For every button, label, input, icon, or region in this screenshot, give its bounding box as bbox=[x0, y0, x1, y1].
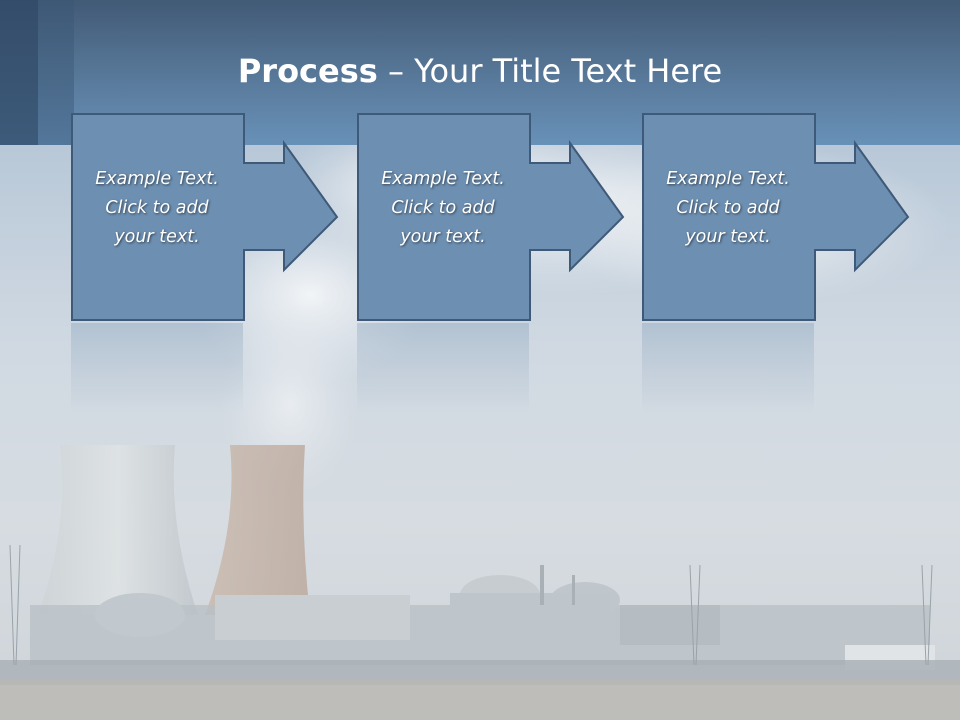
slide-title[interactable]: Process – Your Title Text Here bbox=[0, 52, 960, 90]
header-accent-mid bbox=[38, 0, 74, 145]
process-step-1[interactable]: Example Text. Click to add your text. bbox=[71, 113, 339, 321]
slide-title-rest: – Your Title Text Here bbox=[377, 52, 723, 90]
step-3-text[interactable]: Example Text. Click to add your text. bbox=[666, 169, 790, 247]
header-accent-dark bbox=[0, 0, 38, 145]
step-2-text[interactable]: Example Text. Click to add your text. bbox=[381, 169, 505, 247]
process-step-3[interactable]: Example Text. Click to add your text. bbox=[642, 113, 910, 321]
step-2-arrow-shape bbox=[357, 113, 625, 321]
step-1-reflection bbox=[71, 323, 243, 413]
step-3-reflection bbox=[642, 323, 814, 413]
slide-title-bold: Process bbox=[237, 52, 378, 90]
step-3-arrow-shape bbox=[642, 113, 910, 321]
step-1-text[interactable]: Example Text. Click to add your text. bbox=[95, 169, 219, 247]
step-2-reflection bbox=[357, 323, 529, 413]
step-1-arrow-shape bbox=[71, 113, 339, 321]
process-step-2[interactable]: Example Text. Click to add your text. bbox=[357, 113, 625, 321]
